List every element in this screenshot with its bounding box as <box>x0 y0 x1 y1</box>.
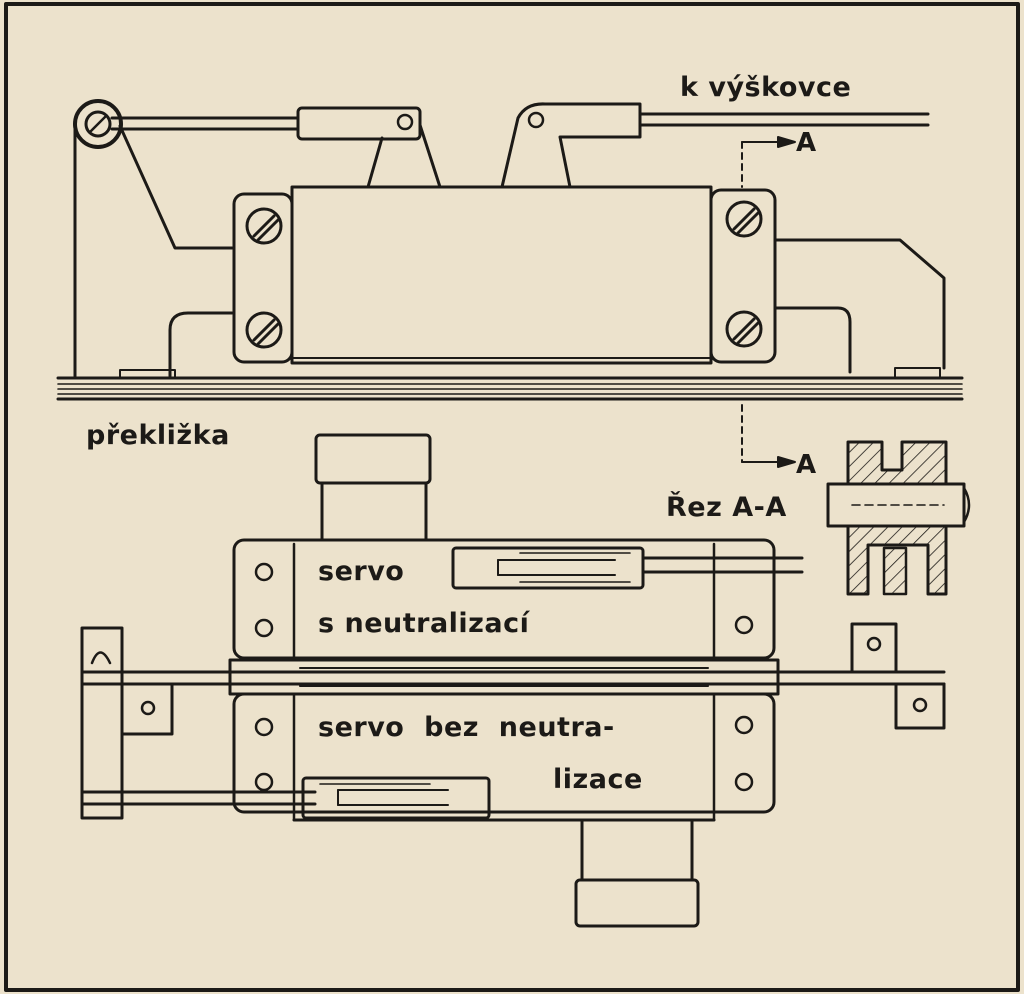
bracket-right-upper <box>773 238 946 370</box>
slider-lower <box>301 776 491 820</box>
left-post <box>80 626 124 820</box>
section-a-a-view <box>826 440 971 596</box>
bottom-bracket-left <box>168 311 234 378</box>
rod-coupler-left <box>296 106 422 141</box>
servo-bottom-tab <box>574 878 700 928</box>
pulley <box>73 99 123 149</box>
label-section-marker-top: A <box>796 128 817 158</box>
label-section-marker-bottom: A <box>796 450 817 480</box>
mounting-holes <box>254 562 754 792</box>
right-bracket-lower <box>894 682 946 730</box>
plywood-base <box>56 367 964 401</box>
servo-end-left <box>232 192 294 364</box>
label-servo-upper-line1: servo <box>318 556 405 587</box>
servo-body-side <box>290 185 713 365</box>
label-to-elevator: k výškovce <box>680 72 852 103</box>
slider-upper <box>451 546 645 590</box>
cable-to-servo <box>118 124 234 250</box>
side-view <box>56 99 964 468</box>
servo-top-tab <box>314 433 432 485</box>
servo-upper-body <box>232 538 776 660</box>
center-bar <box>228 658 780 696</box>
bracket-right-lower <box>773 306 852 374</box>
right-bracket-upper <box>850 622 898 674</box>
label-servo-upper-line2: s neutralizací <box>318 608 530 639</box>
label-plywood: překližka <box>86 420 230 451</box>
screw-heads-side <box>245 200 763 349</box>
servo-end-right <box>709 188 777 364</box>
lever-left <box>366 123 442 189</box>
top-view <box>80 433 946 928</box>
lever-right <box>500 102 642 189</box>
outer-frame <box>4 2 1020 992</box>
label-servo-lower-line1: servo bez neutra- <box>318 712 615 743</box>
section-line-a <box>741 136 796 468</box>
label-servo-lower-line2: lizace <box>553 764 643 795</box>
label-section-title: Řez A-A <box>666 492 787 523</box>
